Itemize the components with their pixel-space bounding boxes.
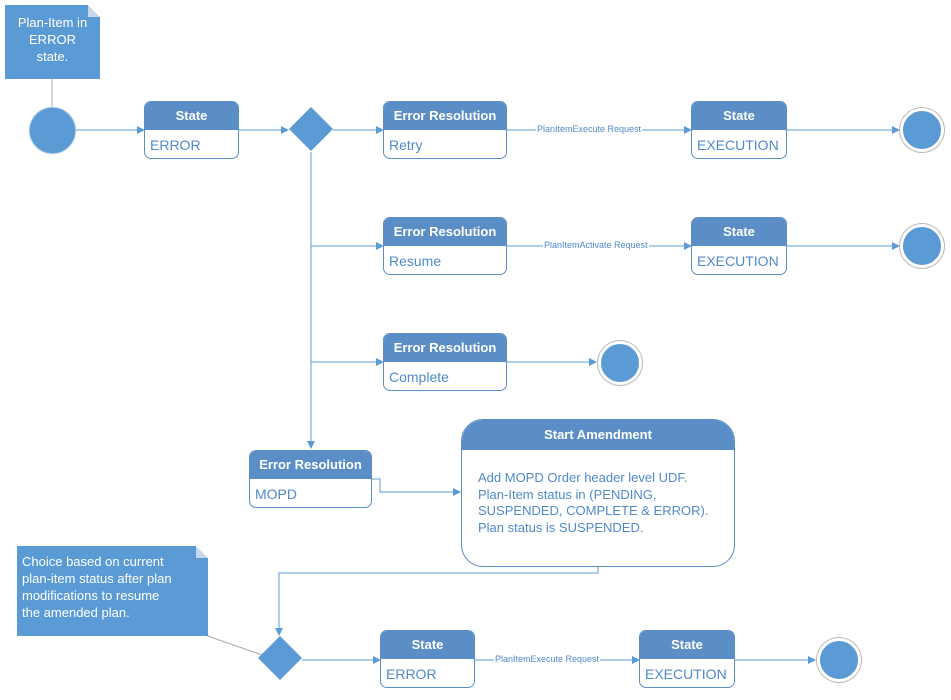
end-node[interactable] (820, 641, 858, 679)
node-header: Error Resolution (384, 334, 506, 362)
node-value: ERROR (150, 137, 201, 153)
node-header: Error Resolution (384, 218, 506, 246)
activate-request-label: PlanItemActivate Request (543, 240, 649, 250)
note-line: ERROR (29, 32, 76, 47)
node-value: Retry (389, 137, 423, 153)
note-line: Choice based on current (22, 554, 164, 569)
state-execution-node[interactable]: State EXECUTION (639, 630, 735, 688)
node-value: EXECUTION (697, 137, 779, 153)
state-error-node[interactable]: State ERROR (144, 101, 239, 159)
note-line: modifications to resume (22, 588, 160, 603)
note-plan-item-error: Plan-Item in ERROR state. (5, 5, 100, 79)
node-value: Resume (389, 253, 442, 269)
retry-node[interactable]: Error Resolution Retry (383, 101, 507, 159)
note-line: plan-item status after plan (22, 571, 172, 586)
node-header: State (640, 631, 734, 659)
choice-diamond-1 (289, 107, 333, 151)
end-node[interactable] (903, 111, 941, 149)
complete-node[interactable]: Error Resolution Complete (383, 333, 507, 391)
node-header: State (692, 218, 786, 246)
amendment-line: Plan status is SUSPENDED. (478, 519, 644, 535)
connector-mopd-amendment (372, 478, 461, 496)
note-line: state. (36, 49, 69, 64)
connector-note-choice (204, 634, 263, 656)
node-value: EXECUTION (697, 253, 779, 269)
node-value: MOPD (255, 486, 297, 502)
note-line: Plan-Item in (17, 15, 88, 30)
note-fold (88, 5, 100, 17)
start-node[interactable] (29, 107, 76, 154)
node-header: State (381, 631, 474, 659)
execute-request-label: PlanItemExecute Request (536, 124, 643, 134)
amendment-line: Add MOPD Order header level UDF. (478, 470, 688, 485)
amendment-details: Add MOPD Order header level UDF. Plan-It… (462, 450, 734, 536)
mopd-node[interactable]: Error Resolution MOPD (249, 450, 372, 508)
node-header: Error Resolution (250, 451, 371, 479)
node-header: State (145, 102, 238, 130)
start-amendment-node[interactable]: Start Amendment Add MOPD Order header le… (461, 419, 735, 567)
end-node[interactable] (601, 344, 639, 382)
state-execution-node[interactable]: State EXECUTION (691, 101, 787, 159)
end-node[interactable] (903, 227, 941, 265)
state-error-node[interactable]: State ERROR (380, 630, 475, 688)
node-value: EXECUTION (645, 666, 727, 682)
node-header: Error Resolution (384, 102, 506, 130)
node-header: State (692, 102, 786, 130)
resume-node[interactable]: Error Resolution Resume (383, 217, 507, 275)
note-choice: Choice based on current plan-item status… (17, 546, 208, 636)
state-execution-node[interactable]: State EXECUTION (691, 217, 787, 275)
connector-amendment-choice (275, 567, 599, 636)
note-fold (196, 546, 208, 558)
node-value: Complete (389, 369, 449, 385)
amendment-line: Plan-Item status in (PENDING, (478, 486, 657, 502)
amendment-line: SUSPENDED, COMPLETE & ERROR). (478, 503, 709, 518)
node-value: ERROR (386, 666, 437, 682)
node-header: Start Amendment (462, 420, 734, 450)
note-line: the amended plan. (22, 605, 130, 620)
choice-diamond-2 (258, 636, 302, 680)
execute-request-label: PlanItemExecute Request (494, 654, 601, 664)
